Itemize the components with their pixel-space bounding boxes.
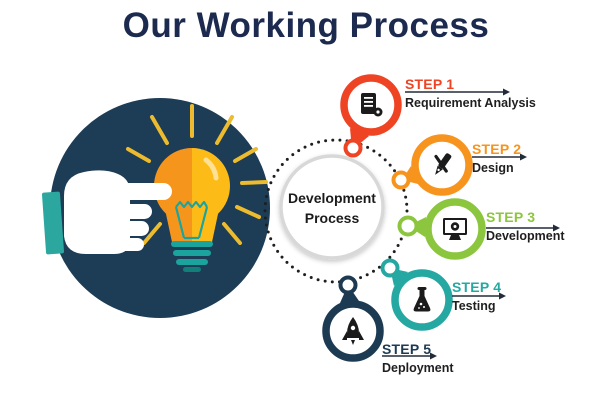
rocket-icon [342,317,364,345]
step-4-name: Testing [452,299,496,313]
center-circle [279,154,385,260]
flask-icon [413,287,431,312]
hand-pointing-lightbulb-illustration [41,98,270,318]
step-3-label: STEP 3 [486,209,536,225]
monitor-gear-icon [443,218,467,240]
center-circle-label: Development Process [276,188,388,228]
bulb-base [171,241,213,272]
node-step-5 [338,275,358,295]
step-3-name: Development [486,229,565,243]
page-title: Our Working Process [122,6,490,45]
center-label-line1: Development [288,190,376,206]
connector-nodes [338,138,419,295]
document-icon [361,93,383,117]
step-5-name: Deployment [382,361,454,375]
step-1-label: STEP 1 [405,76,455,92]
lightbulb-icon [154,148,230,272]
pointing-hand-icon [41,170,172,255]
dotted-ring [263,138,409,284]
step-1-name: Requirement Analysis [405,96,536,110]
center-label-line2: Process [304,210,360,226]
navy-circle-background [50,98,270,318]
bulb-filament [174,200,209,240]
design-pen-icon [434,153,452,175]
node-step-4 [380,258,400,278]
step-4-text: STEP 4 Testing [452,279,501,313]
step-1-text: STEP 1 Requirement Analysis [405,76,536,110]
step-5-text: STEP 5 Deployment [382,341,454,375]
node-step-3 [397,215,419,237]
node-step-2 [391,170,411,190]
node-step-1 [343,138,363,158]
step-2-label: STEP 2 [472,141,522,157]
step-2-text: STEP 2 Design [472,141,521,175]
light-rays [126,104,268,245]
label-underlines [382,88,560,360]
sleeve-cuff [41,191,65,255]
step-5-label: STEP 5 [382,341,432,357]
step-4-label: STEP 4 [452,279,502,295]
step-3-text: STEP 3 Development [486,209,565,243]
step-2-name: Design [472,161,514,175]
